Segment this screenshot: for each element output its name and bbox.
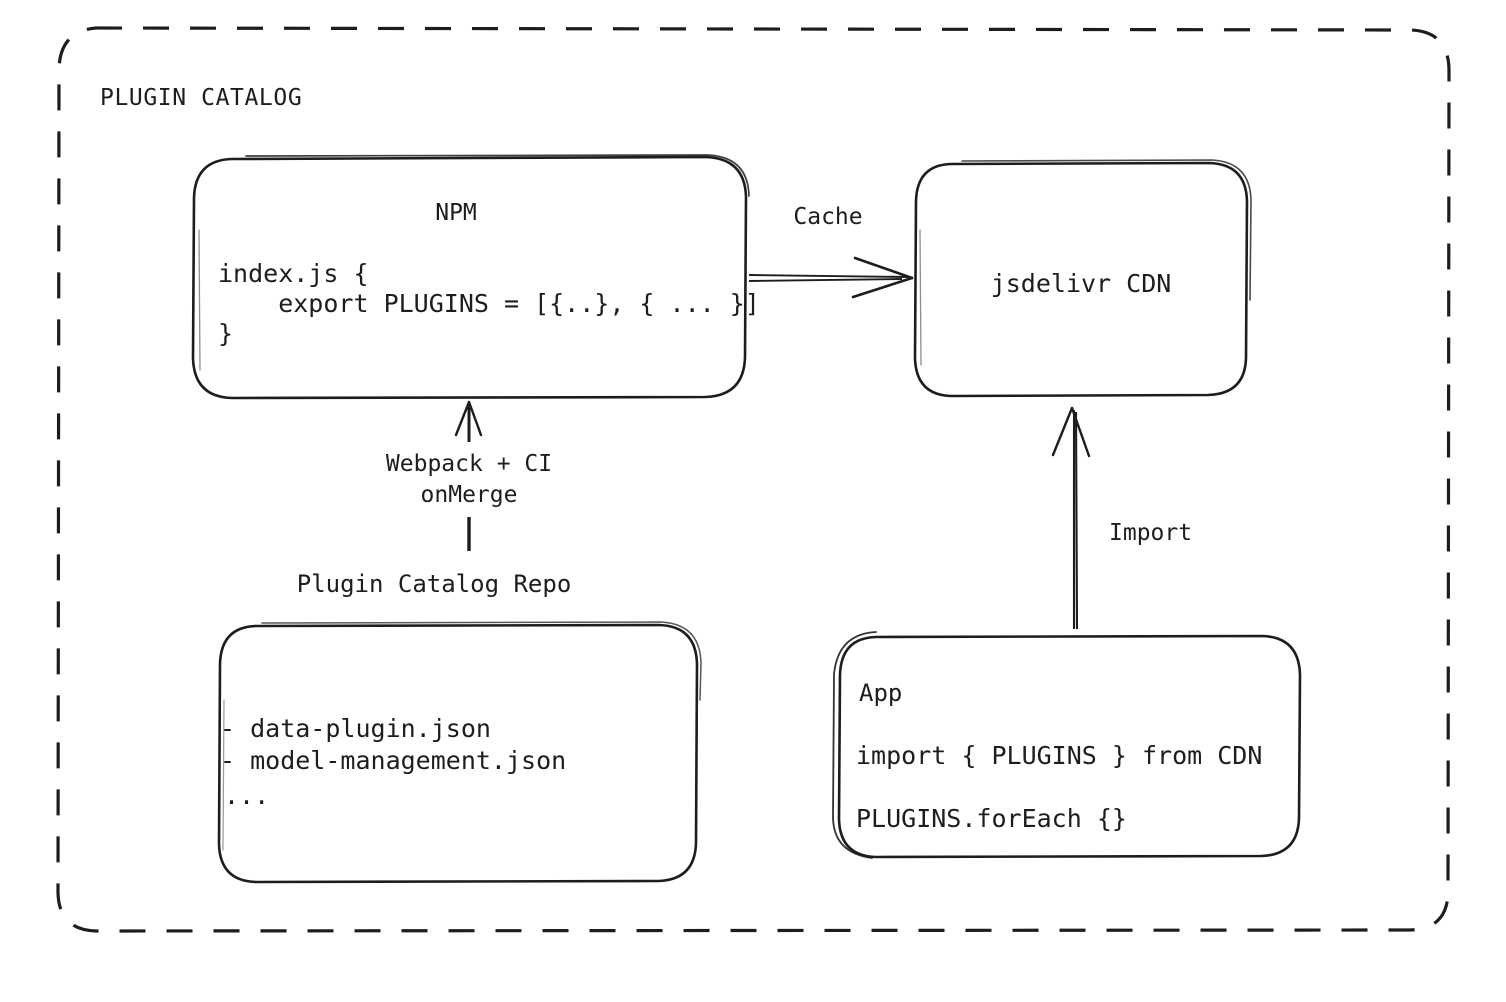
edge-label-cache: Cache <box>793 204 863 230</box>
node-code-npm-line-2: export PLUGINS = [{..}, { ... }] <box>218 289 760 318</box>
edge-label-import: Import <box>1109 520 1193 546</box>
label-plugin-catalog-repo: Plugin Catalog Repo <box>296 570 572 598</box>
node-code-npm-line-1: index.js { <box>218 259 369 288</box>
edge-npm-to-cdn <box>748 256 914 299</box>
node-title-cdn: jsdelivr CDN <box>990 269 1172 298</box>
node-list-repo-item-3: ... <box>224 781 270 810</box>
group-title-plugin-catalog: PLUGIN CATALOG <box>100 85 303 111</box>
node-code-app-line-1: import { PLUGINS } from CDN <box>856 741 1263 770</box>
edge-app-to-cdn <box>1051 406 1091 630</box>
edge-label-onmerge: onMerge <box>420 482 518 508</box>
node-list-repo-item-1: - data-plugin.json <box>220 714 491 743</box>
node-code-npm-line-3: } <box>218 319 234 348</box>
node-code-app-line-2: PLUGINS.forEach {} <box>856 804 1127 833</box>
node-title-npm: NPM <box>435 200 477 226</box>
node-title-app: App <box>859 679 903 707</box>
node-list-repo-item-2: - model-management.json <box>220 746 567 775</box>
edge-label-webpack-ci: Webpack + CI <box>385 451 553 477</box>
